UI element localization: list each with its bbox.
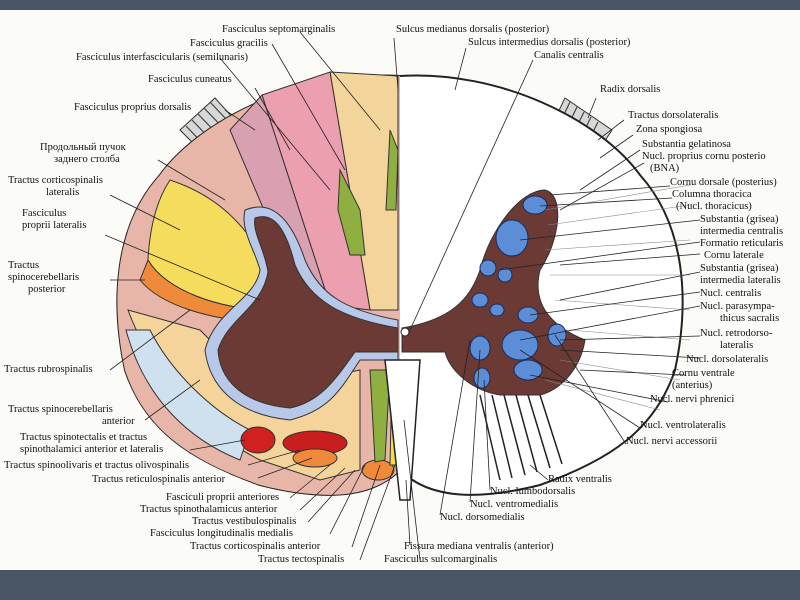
label: Tractus rubrospinalis (4, 364, 93, 375)
bottom-bar (0, 570, 800, 600)
label: Fissura mediana ventralis (anterior) (404, 541, 554, 552)
leader-lines (104, 31, 701, 561)
label: Nucl. ventromedialis (470, 499, 558, 510)
red-tract-1 (240, 426, 276, 454)
fissura-ventralis (384, 359, 421, 501)
label: заднего столба (54, 154, 120, 165)
label: Tractus reticulospinalis anterior (92, 474, 226, 485)
label: posterior (28, 284, 66, 295)
label: proprii lateralis (22, 220, 86, 231)
label: Nucl. nervi phrenici (650, 394, 734, 405)
label: Tractus dorsolateralis (628, 110, 718, 121)
label: Tractus tectospinalis (258, 554, 344, 565)
nuclei-blue (469, 195, 567, 389)
label: Substantia gelatinosa (642, 139, 731, 150)
canalis-centralis (400, 327, 410, 337)
label: Radix ventralis (548, 474, 612, 485)
label: spinothalamici anterior et lateralis (20, 444, 163, 455)
label: Nucl. ventrolateralis (640, 420, 726, 431)
label: Substantia (grisea) (700, 214, 779, 225)
label: Cornu laterale (704, 250, 764, 261)
label: lateralis (720, 340, 753, 351)
left-grey-matter (217, 216, 399, 409)
orange-tract-1 (292, 448, 338, 468)
label: thicus sacralis (720, 313, 779, 324)
label: Nucl. retrodorso- (700, 328, 773, 339)
label: Zona spongiosa (636, 124, 703, 135)
labels-left: Fasciculus septomarginalis Fasciculus gr… (4, 24, 344, 565)
label: anterior (102, 416, 135, 427)
label: Fasciculus longitudinalis medialis (150, 528, 293, 539)
label: Tractus vestibulospinalis (192, 516, 296, 527)
label: (anterius) (672, 380, 713, 391)
label: Sulcus medianus dorsalis (posterior) (396, 24, 550, 35)
label: Fasciculus (22, 208, 66, 219)
label: Tractus (8, 260, 39, 271)
label: Nucl. centralis (700, 288, 761, 299)
label: (BNA) (650, 163, 680, 174)
green-tract-posterior (337, 168, 366, 256)
label: Sulcus intermedius dorsalis (posterior) (468, 37, 631, 48)
label: Fasciculus proprius dorsalis (74, 102, 191, 113)
top-bar (0, 0, 800, 10)
label: Nucl. lumbodorsalis (490, 486, 575, 497)
label: Tractus corticospinalis (8, 175, 103, 186)
label: Columna thoracica (672, 189, 752, 200)
label: Cornu ventrale (672, 368, 735, 379)
label: spinocerebellaris (8, 272, 79, 283)
green-tract-septomarginal (385, 129, 399, 211)
label: Nucl. dorsolateralis (686, 354, 768, 365)
label: Nucl. parasympa- (700, 301, 775, 312)
label: Radix dorsalis (600, 84, 660, 95)
label: intermedia centralis (700, 226, 783, 237)
label: Tractus spinocerebellaris (8, 404, 113, 415)
label: Продольный пучок (40, 142, 127, 153)
radix-ventralis-fibres (479, 394, 563, 481)
green-tract-anterior (369, 369, 391, 463)
label: Tractus spinothalamicus anterior (140, 504, 278, 515)
label: Canalis centralis (534, 50, 604, 61)
label: (Nucl. thoracicus) (676, 201, 752, 212)
label: Nucl. dorsomedialis (440, 512, 525, 523)
label: Formatio reticularis (700, 238, 783, 249)
label: Fasciculi proprii anteriores (166, 492, 279, 503)
labels-right: Sulcus medianus dorsalis (posterior) Sul… (384, 24, 783, 565)
label: Tractus spinoolivaris et tractus olivosp… (4, 460, 189, 471)
label: intermedia lateralis (700, 275, 781, 286)
spinal-cord-diagram: Fasciculus septomarginalis Fasciculus gr… (0, 10, 800, 570)
label: Nucl. nervi accessorii (626, 436, 717, 447)
label: Substantia (grisea) (700, 263, 779, 274)
label: Fasciculus interfascicularis (semilunari… (76, 52, 249, 63)
label: Fasciculus septomarginalis (222, 24, 335, 35)
diagram-canvas: Fasciculus septomarginalis Fasciculus gr… (4, 24, 783, 565)
label: Tractus corticospinalis anterior (190, 541, 321, 552)
label: Nucl. proprius cornu posterio (642, 151, 766, 162)
label: lateralis (46, 187, 79, 198)
label: Cornu dorsale (posterius) (670, 177, 777, 188)
label: Fasciculus sulcomarginalis (384, 554, 497, 565)
label: Tractus spinotectalis et tractus (20, 432, 147, 443)
label: Fasciculus gracilis (190, 38, 268, 49)
label: Fasciculus cuneatus (148, 74, 232, 85)
radial-fibres (544, 184, 691, 411)
